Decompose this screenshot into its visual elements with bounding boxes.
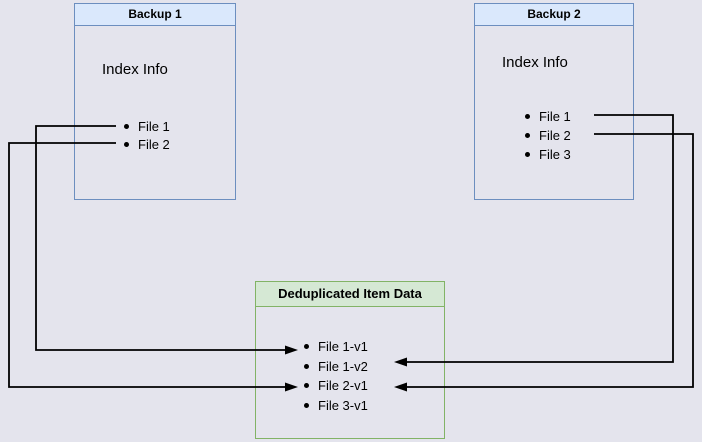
dedup-header: Deduplicated Item Data bbox=[256, 282, 444, 307]
backup2-node: Backup 2 Index Info File 1 File 2 File 3 bbox=[474, 3, 634, 200]
file-label: File 2-v1 bbox=[318, 378, 368, 394]
file-label: File 3-v1 bbox=[318, 397, 368, 413]
bullet-icon bbox=[304, 363, 309, 369]
backup2-index-label: Index Info bbox=[502, 54, 568, 71]
backup1-header: Backup 1 bbox=[75, 4, 235, 26]
bullet-icon bbox=[124, 124, 129, 130]
list-item: File 1 bbox=[124, 118, 170, 136]
file-label: File 1-v2 bbox=[318, 358, 368, 374]
file-label: File 2 bbox=[539, 128, 571, 143]
list-item: File 2 bbox=[525, 126, 571, 145]
list-item: File 1 bbox=[525, 107, 571, 126]
file-label: File 1 bbox=[539, 109, 571, 124]
bullet-icon bbox=[124, 141, 129, 147]
list-item: File 1-v2 bbox=[304, 357, 368, 377]
file-label: File 2 bbox=[138, 136, 170, 152]
bullet-icon bbox=[525, 152, 530, 157]
file-label: File 1-v1 bbox=[318, 339, 368, 355]
backup2-header: Backup 2 bbox=[475, 4, 633, 26]
backup2-file-list: File 1 File 2 File 3 bbox=[525, 107, 571, 164]
file-label: File 1 bbox=[138, 119, 170, 135]
file-label: File 3 bbox=[539, 147, 571, 162]
list-item: File 1-v1 bbox=[304, 337, 368, 357]
backup1-index-label: Index Info bbox=[102, 61, 168, 78]
bullet-icon bbox=[304, 383, 309, 389]
list-item: File 2 bbox=[124, 136, 170, 154]
bullet-icon bbox=[304, 402, 309, 408]
list-item: File 2-v1 bbox=[304, 376, 368, 396]
bullet-icon bbox=[304, 344, 309, 350]
bullet-icon bbox=[525, 114, 530, 119]
bullet-icon bbox=[525, 133, 530, 138]
list-item: File 3-v1 bbox=[304, 396, 368, 416]
list-item: File 3 bbox=[525, 145, 571, 164]
